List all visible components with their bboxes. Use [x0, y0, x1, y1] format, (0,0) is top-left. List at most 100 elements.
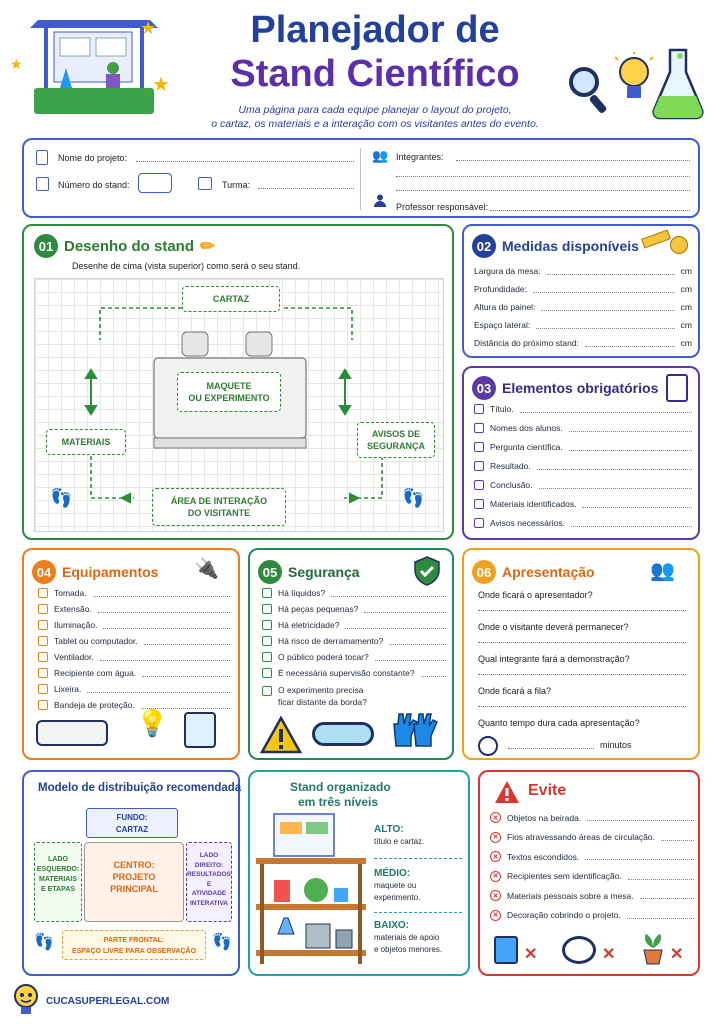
checkbox[interactable]	[262, 588, 272, 598]
presentation-question: Quanto tempo dura cada apresentação?	[478, 718, 640, 728]
answer-line[interactable]	[142, 675, 230, 677]
class-field[interactable]	[258, 188, 354, 189]
section-06-title: 06 Apresentação	[472, 560, 595, 584]
section-03-title: 03 Elementos obrigatórios	[472, 376, 658, 400]
answer-line[interactable]	[478, 706, 686, 707]
checkbox[interactable]	[474, 499, 484, 509]
answer-line[interactable]	[541, 309, 675, 311]
members-field-2[interactable]	[396, 176, 690, 177]
section-title-text: Elementos obrigatórios	[502, 380, 659, 396]
checkbox[interactable]	[262, 668, 272, 678]
checkbox[interactable]	[262, 604, 272, 614]
checkbox[interactable]	[262, 652, 272, 662]
mascot-logo	[12, 982, 40, 1021]
page-subtitle: Uma página para cada equipe planejar o l…	[170, 103, 580, 131]
minutes-field[interactable]	[508, 748, 594, 749]
safety-item: Há eletricidade?	[262, 620, 446, 630]
item-label: Resultado.	[490, 461, 531, 471]
answer-line[interactable]	[140, 707, 230, 709]
answer-line[interactable]	[532, 291, 675, 293]
avoid-title: Evite	[528, 782, 567, 799]
answer-line[interactable]	[374, 659, 446, 661]
item-label: Conclusão.	[490, 480, 533, 490]
checkbox[interactable]	[38, 636, 48, 646]
x-circle-icon: ✕	[490, 870, 501, 882]
level-high-desc: título e cartaz.	[374, 837, 425, 846]
checkbox[interactable]	[474, 461, 484, 471]
class-label: Turma:	[222, 180, 251, 190]
members-field-1[interactable]	[456, 160, 690, 161]
stand-drawing-card: 01 Desenho do stand ✏ Desenhe de cima (v…	[22, 224, 454, 540]
answer-line[interactable]	[331, 595, 446, 597]
answer-line[interactable]	[536, 327, 675, 329]
checkbox[interactable]	[474, 518, 484, 528]
answer-line[interactable]	[345, 627, 446, 629]
checkbox[interactable]	[38, 620, 48, 630]
footprints-icon: 👣	[212, 934, 232, 951]
teacher-icon	[374, 194, 386, 207]
item-label: Pergunta científica.	[490, 442, 563, 452]
answer-line[interactable]	[92, 595, 230, 597]
avoid-item: ✕Recipientes sem identificação.	[490, 870, 694, 882]
title-line-1: Planejador de	[250, 9, 500, 51]
stand-number-field[interactable]	[138, 173, 172, 193]
subtitle-line-1: Uma página para cada equipe planejar o l…	[238, 104, 512, 116]
answer-line[interactable]	[536, 468, 692, 470]
checkbox[interactable]	[38, 588, 48, 598]
checkbox[interactable]	[474, 423, 484, 433]
checkbox[interactable]	[38, 700, 48, 710]
checkbox[interactable]	[38, 652, 48, 662]
checkbox[interactable]	[474, 404, 484, 414]
document-icon	[36, 150, 48, 165]
section-title-text: Segurança	[288, 564, 360, 580]
answer-line[interactable]	[103, 627, 230, 629]
answer-line[interactable]	[389, 643, 446, 645]
answer-line[interactable]	[420, 675, 446, 677]
level-mid-desc-2: experimento.	[374, 893, 421, 902]
answer-line[interactable]	[568, 430, 692, 432]
answer-line[interactable]	[87, 691, 230, 693]
section-number: 04	[32, 560, 56, 584]
project-name-field[interactable]	[136, 161, 354, 162]
teacher-field[interactable]	[490, 210, 690, 211]
answer-line[interactable]	[478, 642, 686, 643]
center-line-3: PRINCIPAL	[110, 884, 158, 894]
checkbox[interactable]	[262, 636, 272, 646]
section-01-title: 01 Desenho do stand ✏	[34, 234, 215, 258]
members-label: Integrantes:	[396, 152, 444, 162]
level-divider	[374, 858, 462, 859]
answer-line[interactable]	[143, 643, 230, 645]
members-field-3[interactable]	[396, 190, 690, 191]
answer-line[interactable]	[519, 411, 692, 413]
measurement-row: Espaço lateral:cm	[474, 320, 692, 330]
answer-line[interactable]	[97, 611, 230, 613]
checkbox[interactable]	[262, 620, 272, 630]
checkbox[interactable]	[474, 480, 484, 490]
answer-line[interactable]	[538, 487, 692, 489]
checkbox[interactable]	[38, 668, 48, 678]
footer-brand[interactable]: CUCASUPERLEGAL.COM	[46, 996, 170, 1007]
answer-line[interactable]	[99, 659, 230, 661]
answer-line[interactable]	[364, 611, 446, 613]
x-circle-icon: ✕	[490, 909, 501, 921]
answer-line[interactable]	[582, 506, 692, 508]
answer-line[interactable]	[584, 345, 675, 347]
left-zone: LADO ESQUERDO: MATERIAIS E ETAPAS	[34, 842, 82, 922]
answer-line[interactable]	[546, 273, 675, 275]
answer-line[interactable]	[478, 674, 686, 675]
equipment-item: Tomada.	[38, 588, 230, 598]
drawing-label-visitor-area: ÁREA DE INTERAÇÃO DO VISITANTE	[152, 488, 286, 526]
checkbox[interactable]	[474, 442, 484, 452]
cross-icon: ✕	[602, 946, 616, 963]
answer-line[interactable]	[478, 610, 686, 611]
item-label: Bandeja de proteção.	[54, 700, 135, 710]
cross-icon: ✕	[524, 946, 538, 963]
answer-line[interactable]	[570, 525, 692, 527]
checkbox[interactable]	[38, 684, 48, 694]
answer-line[interactable]	[568, 449, 692, 451]
model-line-1: MAQUETE	[206, 381, 252, 391]
safety-item: Há peças pequenas?	[262, 604, 446, 614]
checkbox[interactable]	[38, 604, 48, 614]
checkbox[interactable]	[262, 686, 272, 696]
back-line-1: FUNDO:	[116, 813, 148, 822]
